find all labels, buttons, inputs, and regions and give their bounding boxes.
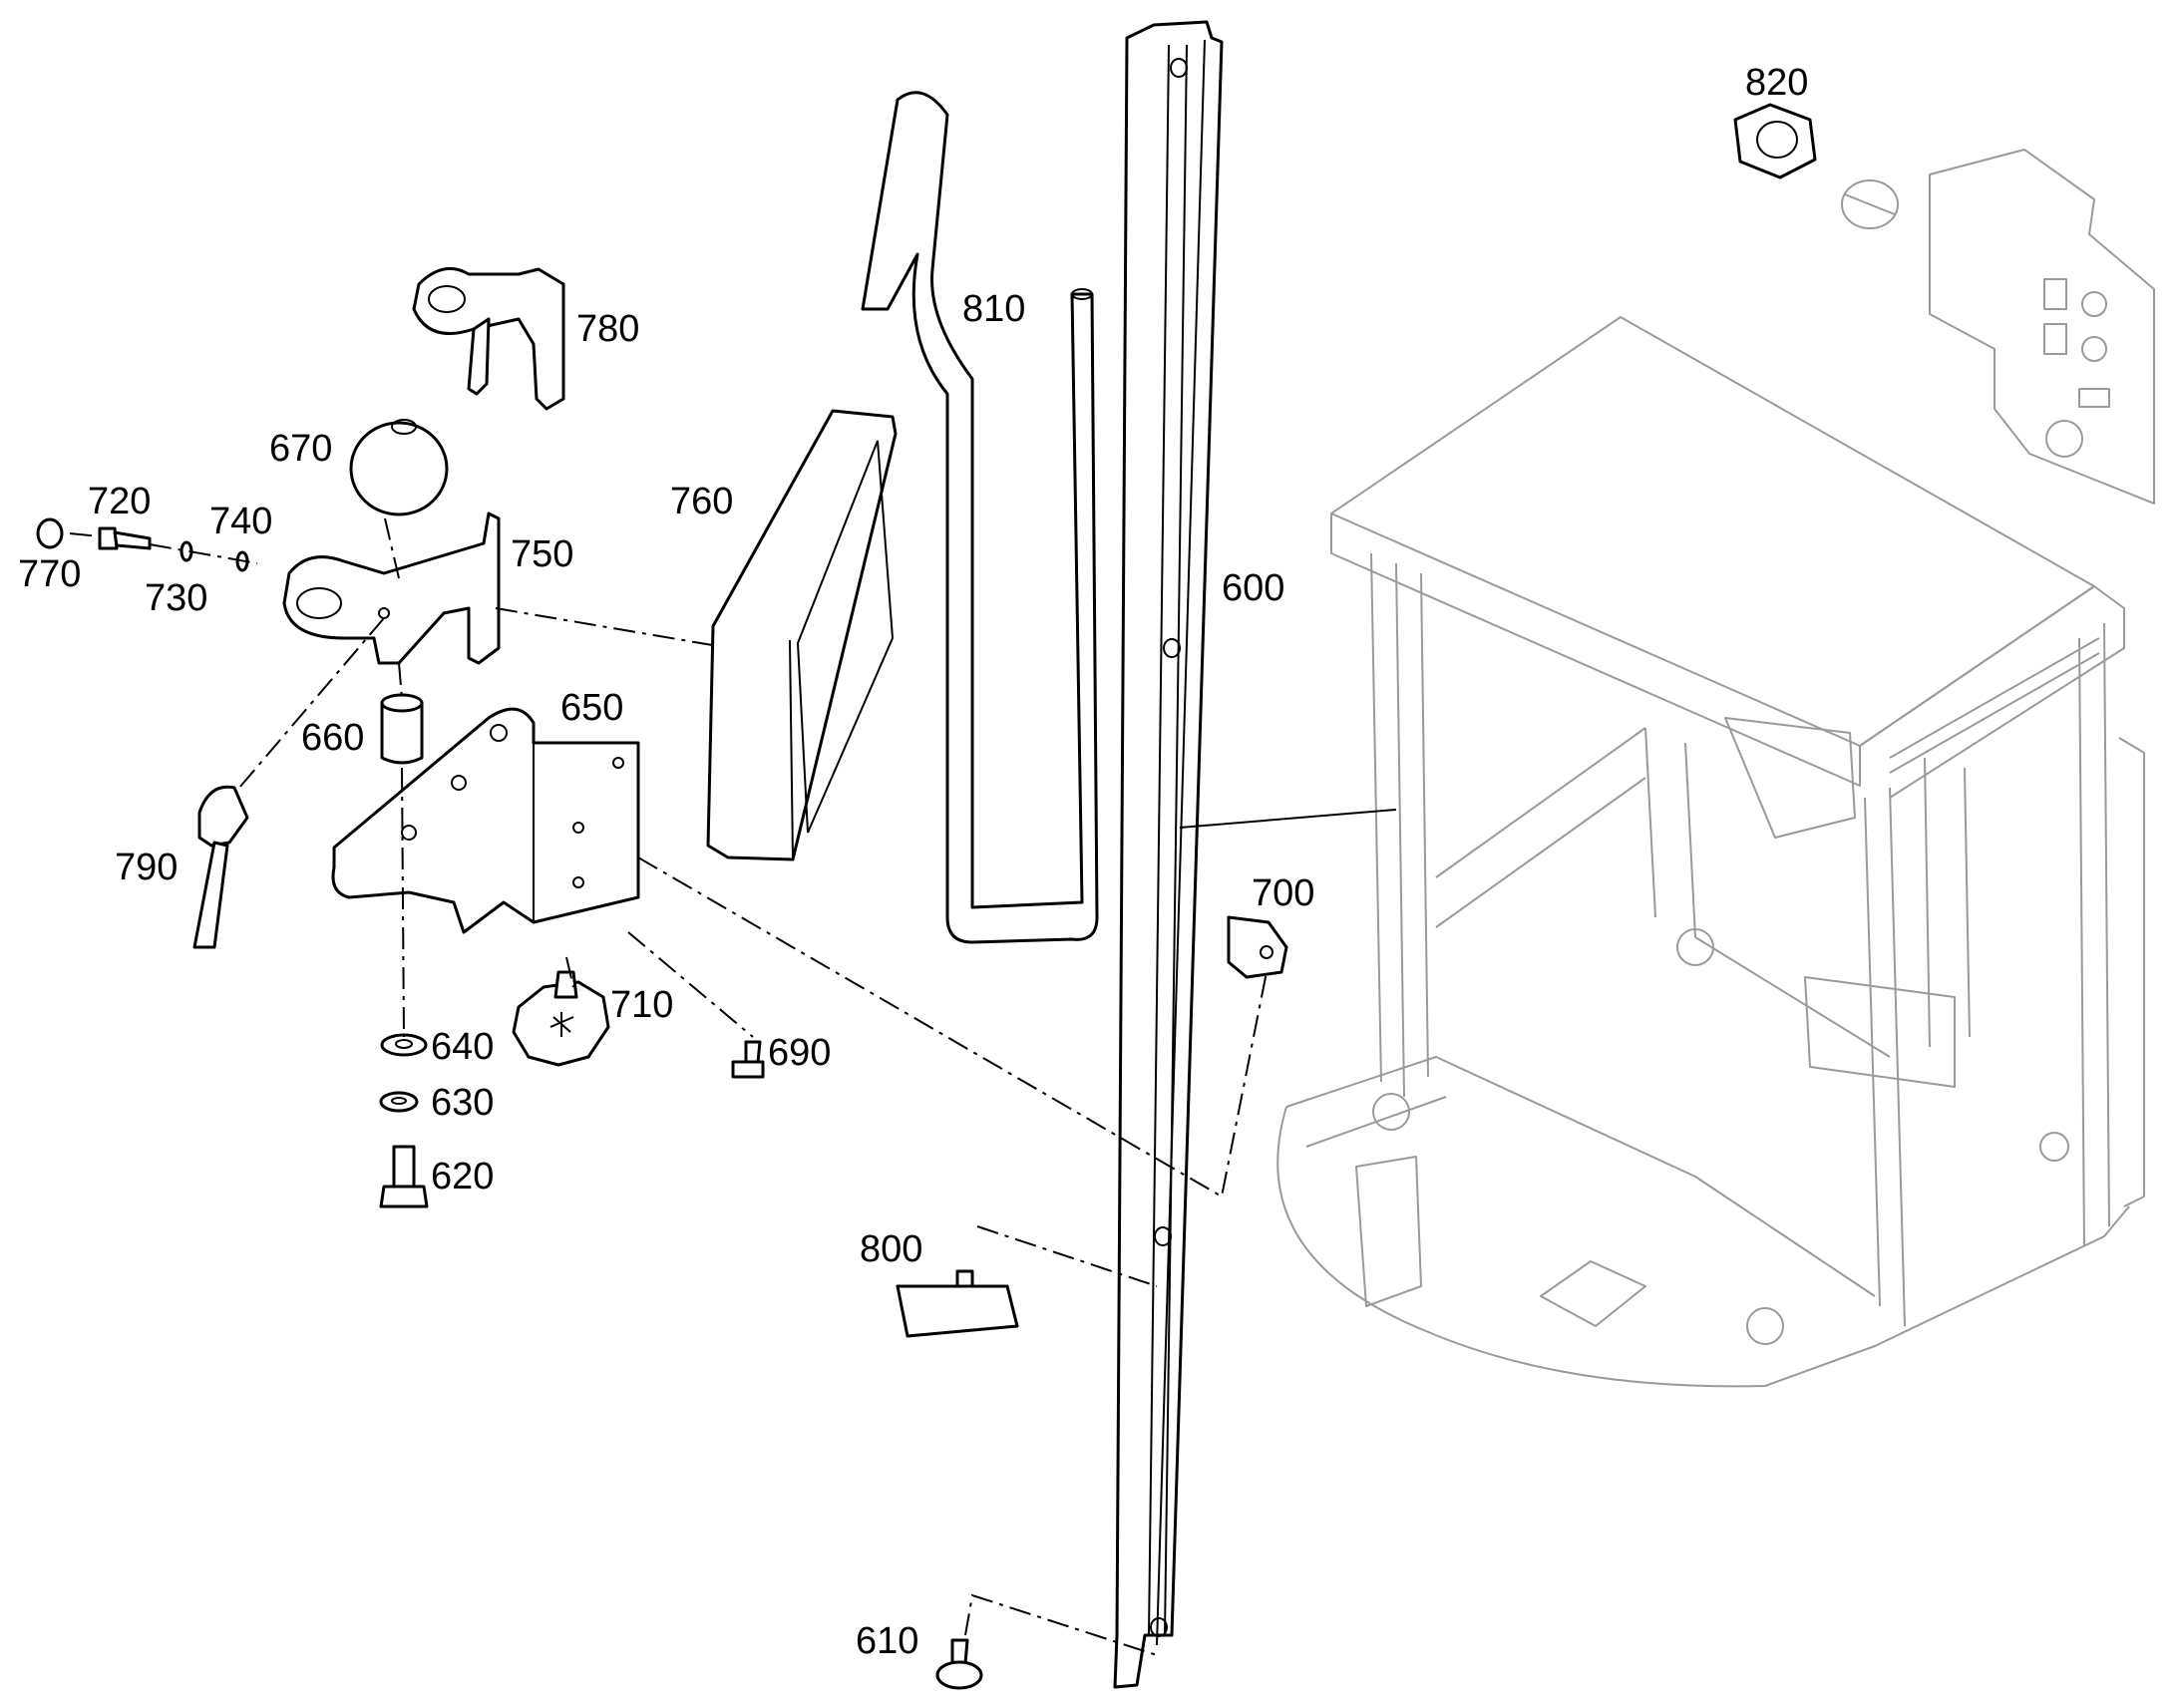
callout-810: 810	[962, 288, 1025, 330]
cable-810	[861, 91, 1099, 944]
screw-690	[731, 1040, 765, 1079]
bracket-750	[282, 512, 501, 665]
callout-770: 770	[18, 553, 81, 595]
leader-600	[1179, 809, 1397, 829]
rail-600	[1113, 20, 1224, 1689]
callout-640: 640	[431, 1026, 494, 1068]
handle-790	[192, 785, 249, 949]
callout-620: 620	[431, 1156, 494, 1197]
spacer-660	[380, 693, 424, 765]
callout-740: 740	[209, 501, 272, 542]
callout-780: 780	[576, 308, 639, 350]
callout-750: 750	[511, 533, 573, 575]
callout-700: 700	[1252, 872, 1314, 914]
callout-650: 650	[560, 687, 623, 729]
callout-600: 600	[1222, 567, 1284, 609]
display-760	[706, 409, 898, 861]
callout-800: 800	[860, 1228, 922, 1270]
callout-710: 710	[610, 984, 673, 1026]
bracket-650	[331, 707, 640, 934]
callout-760: 760	[670, 481, 733, 522]
washer-640	[380, 1033, 428, 1057]
washer-630	[379, 1091, 419, 1113]
callout-790: 790	[115, 847, 178, 888]
callout-670: 670	[269, 428, 332, 470]
knob-710	[512, 970, 610, 1067]
callout-720: 720	[88, 481, 151, 522]
screw-610	[935, 1638, 983, 1690]
callout-610: 610	[856, 1620, 918, 1662]
callout-730: 730	[145, 577, 207, 619]
ball-670	[349, 419, 449, 516]
callout-660: 660	[301, 717, 364, 759]
bolt-720	[98, 526, 152, 550]
assembly-lines	[69, 517, 1268, 1656]
spacer-770	[36, 517, 64, 549]
callout-690: 690	[768, 1032, 831, 1074]
bracket-780	[412, 266, 565, 411]
callout-820: 820	[1745, 62, 1808, 104]
callout-630: 630	[431, 1082, 494, 1124]
label-800	[896, 1269, 1019, 1338]
bolt-620	[379, 1145, 429, 1208]
clip-700	[1227, 915, 1288, 979]
nut-820	[1733, 103, 1817, 179]
cab-frame	[1276, 149, 2155, 1388]
